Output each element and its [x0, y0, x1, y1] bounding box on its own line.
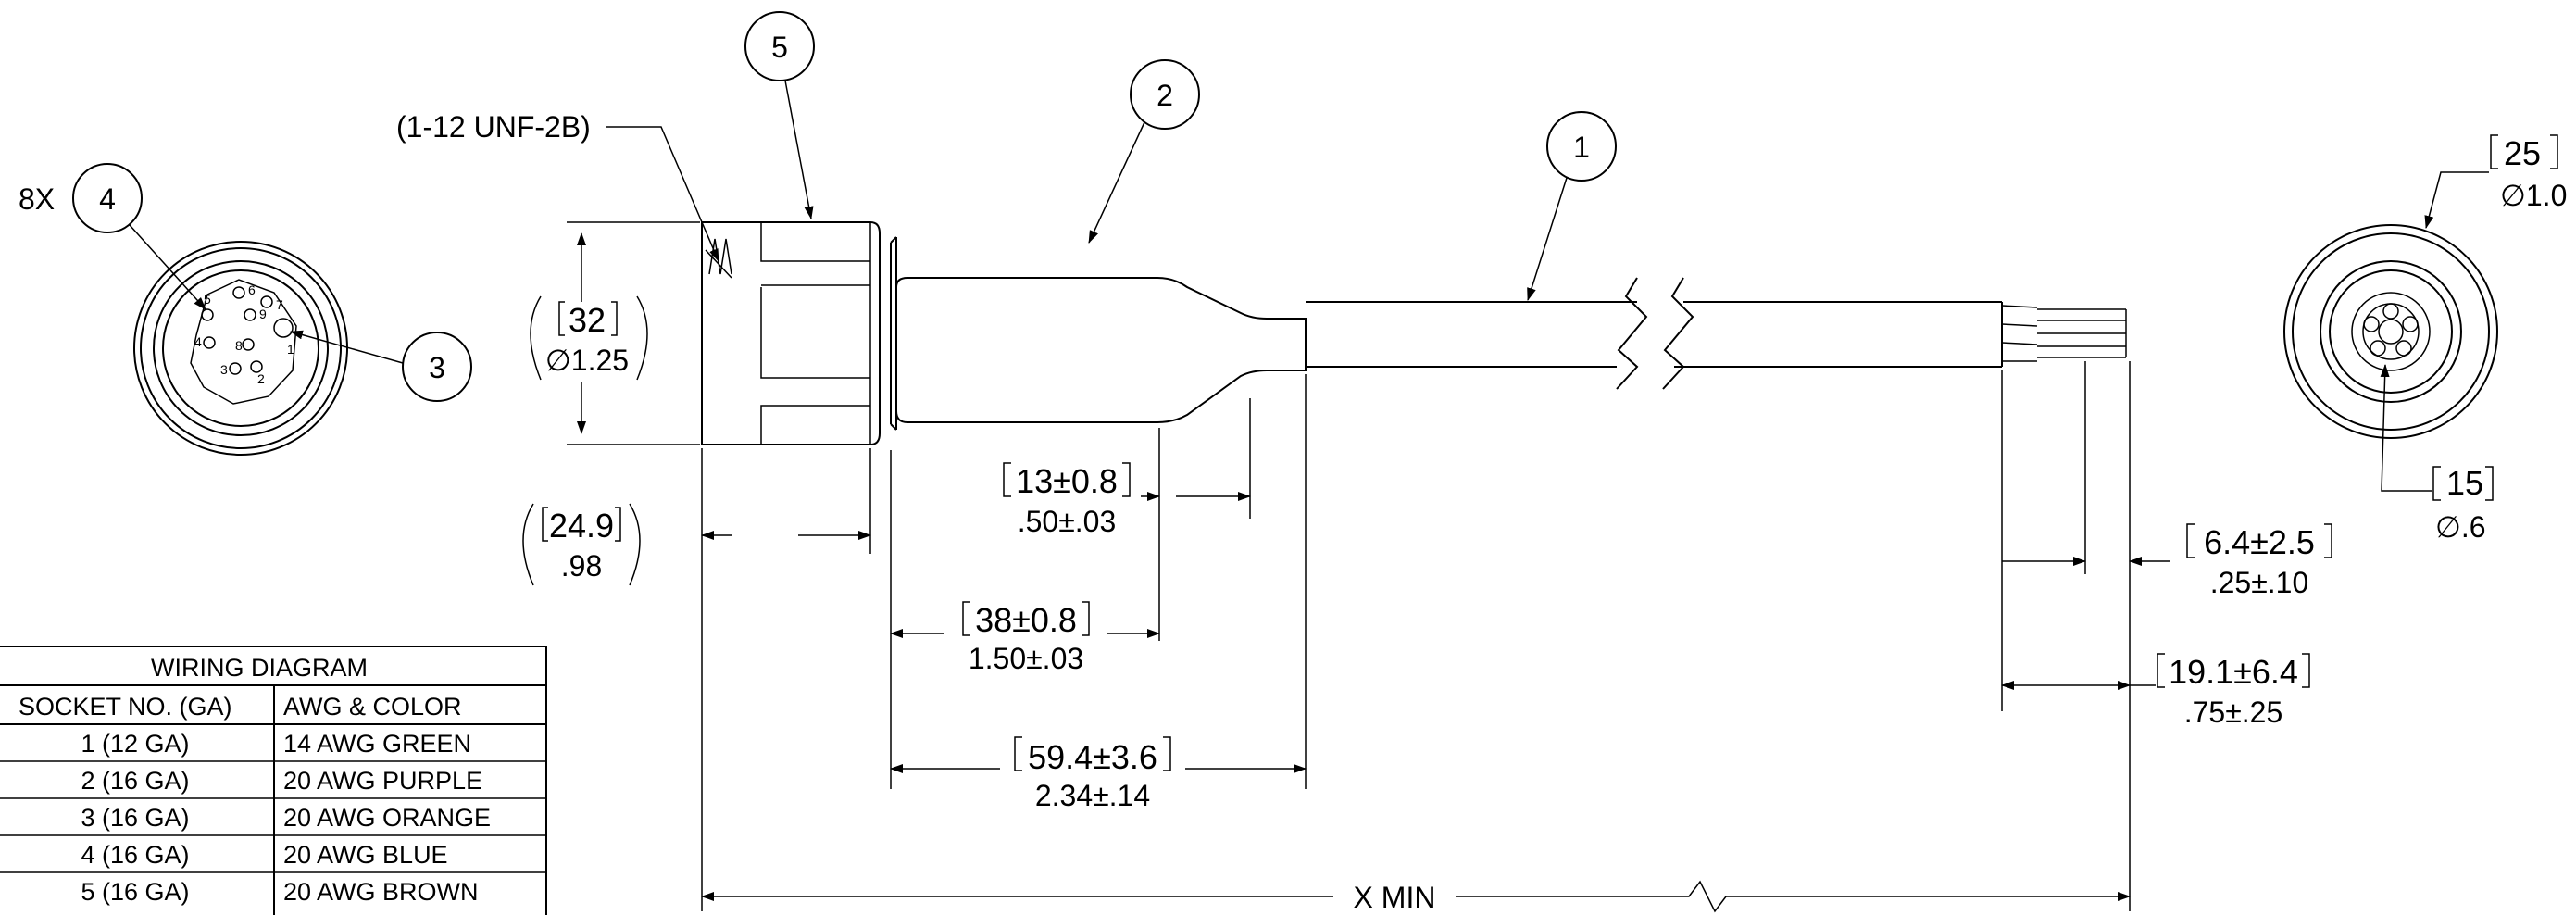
cable-end-view	[2283, 224, 2498, 439]
hole-dia-mm: 25	[2504, 134, 2541, 172]
pin-label-9: 9	[259, 307, 267, 321]
table-row-1-socket: 1 (12 GA)	[81, 730, 189, 758]
balloon-2	[1130, 59, 1200, 130]
pin-label-3: 3	[220, 362, 228, 377]
dim-overall: X MIN	[1354, 881, 1436, 914]
wiring-table-title: WIRING DIAGRAM	[151, 654, 368, 682]
dim-strip-in: .25±.10	[2210, 566, 2309, 599]
wiring-table-header-socket: SOCKET NO. (GA)	[19, 693, 232, 721]
balloon-1-label: 1	[1573, 131, 1590, 164]
dim-coupling-mm: 24.9	[549, 507, 614, 545]
overmold-body	[890, 236, 1307, 431]
socket-8	[242, 338, 255, 351]
dim-taper-in: .50±.03	[1018, 505, 1117, 538]
dim-coupling-in: .98	[561, 549, 602, 583]
table-row-5-awg: 20 AWG BROWN	[283, 878, 479, 906]
qty-label: 8X	[19, 182, 55, 216]
balloon-4-label: 4	[99, 182, 116, 216]
dim-strip-mm: 6.4±2.5	[2204, 523, 2315, 561]
table-row-2-socket: 2 (16 GA)	[81, 767, 189, 795]
table-row-1-awg: 14 AWG GREEN	[283, 730, 471, 758]
dim-grip-mm: 38±0.8	[975, 601, 1077, 639]
socket-3	[229, 362, 242, 375]
dim-jacket-in: .75±.25	[2184, 696, 2283, 729]
hole-dia-in: ∅1.0	[2500, 179, 2567, 212]
balloon-5	[744, 11, 815, 81]
balloon-1	[1546, 111, 1617, 182]
pin-label-1: 1	[287, 342, 294, 357]
core-dia-mm: 15	[2446, 464, 2483, 502]
table-row-5-socket: 5 (16 GA)	[81, 878, 189, 906]
balloon-3-label: 3	[429, 351, 445, 384]
pin-label-2: 2	[257, 371, 265, 386]
pin-label-5: 5	[204, 292, 211, 307]
socket-1	[273, 318, 294, 338]
dim-body-dia-mm: 32	[569, 301, 606, 339]
core-dia-in: ∅.6	[2435, 510, 2486, 544]
pin-label-4: 4	[194, 334, 202, 349]
pin-label-7: 7	[276, 297, 283, 312]
socket-2	[250, 360, 263, 373]
socket-5	[201, 308, 214, 321]
socket-end-view: 1 2 3 4 5 6 7 8 9	[133, 241, 348, 456]
pin-label-6: 6	[248, 282, 256, 297]
balloon-5-label: 5	[771, 31, 788, 64]
table-row-4-awg: 20 AWG BLUE	[283, 841, 448, 869]
table-row-2-awg: 20 AWG PURPLE	[283, 767, 482, 795]
dim-jacket-mm: 19.1±6.4	[2169, 653, 2298, 691]
table-row-3-socket: 3 (16 GA)	[81, 804, 189, 832]
dim-overmold-in: 2.34±.14	[1035, 779, 1150, 812]
socket-9	[244, 308, 256, 321]
pin-label-8: 8	[235, 338, 243, 353]
coupling-nut	[701, 221, 881, 445]
wiring-table-header-awg: AWG & COLOR	[283, 693, 462, 721]
table-row-3-awg: 20 AWG ORANGE	[283, 804, 491, 832]
thread-callout: (1-12 UNF-2B)	[396, 110, 591, 144]
cable	[1306, 277, 2127, 390]
balloon-3	[402, 332, 472, 402]
socket-4	[203, 336, 216, 349]
socket-7	[260, 295, 273, 308]
balloon-2-label: 2	[1157, 79, 1173, 112]
dim-grip-in: 1.50±.03	[969, 642, 1083, 675]
dim-taper-mm: 13±0.8	[1016, 462, 1118, 500]
table-row-4-socket: 4 (16 GA)	[81, 841, 189, 869]
dim-overmold-mm: 59.4±3.6	[1028, 738, 1157, 776]
balloon-4	[72, 163, 143, 233]
dim-body-dia-in: ∅1.25	[545, 344, 629, 377]
wiring-table: WIRING DIAGRAM SOCKET NO. (GA) AWG & COL…	[0, 646, 547, 915]
socket-6	[232, 286, 245, 299]
